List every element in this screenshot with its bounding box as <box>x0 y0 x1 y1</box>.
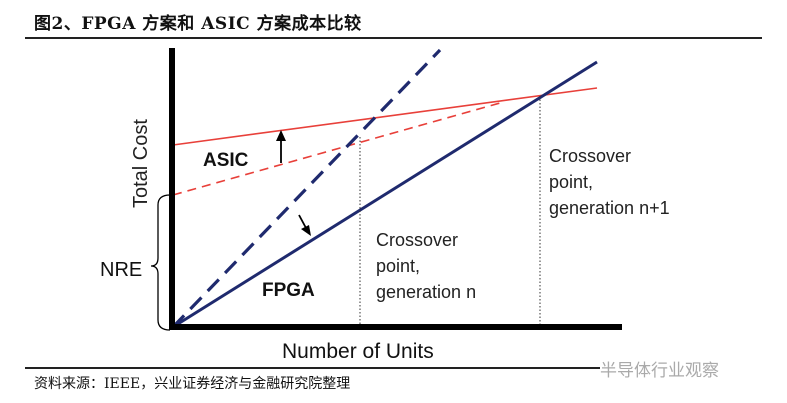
svg-text:Crossover: Crossover <box>376 230 458 250</box>
asic-up-arrow-icon <box>276 130 286 163</box>
crossover-n-label: Crossover point, generation n <box>376 230 476 302</box>
asic-cost-line <box>172 87 598 146</box>
fpga-label: FPGA <box>262 280 315 301</box>
nre-brace <box>150 194 171 331</box>
figure-title: 图2、FPGA 方案和 ASIC 方案成本比较 <box>34 14 362 34</box>
title-divider <box>25 37 762 39</box>
svg-text:point,: point, <box>549 172 593 192</box>
x-axis-label: Number of Units <box>282 340 434 363</box>
svg-text:Crossover: Crossover <box>549 146 631 166</box>
footer-divider <box>25 367 600 369</box>
svg-text:generation n: generation n <box>376 282 476 302</box>
svg-text:generation n+1: generation n+1 <box>549 198 670 218</box>
fpga-cost-line <box>172 60 598 329</box>
y-axis-label: Total Cost <box>130 119 152 208</box>
asic-next-gen-line <box>172 102 501 196</box>
svg-text:point,: point, <box>376 256 420 276</box>
fpga-prev-gen-line <box>171 48 442 329</box>
nre-label: NRE <box>100 259 142 281</box>
watermark: 半导体行业观察 <box>600 361 719 381</box>
fpga-down-arrow-icon <box>298 214 311 236</box>
source-note: 资料来源：IEEE，兴业证券经济与金融研究院整理 <box>34 376 351 392</box>
asic-label: ASIC <box>203 150 249 171</box>
crossover-n1-label: Crossover point, generation n+1 <box>549 146 670 218</box>
